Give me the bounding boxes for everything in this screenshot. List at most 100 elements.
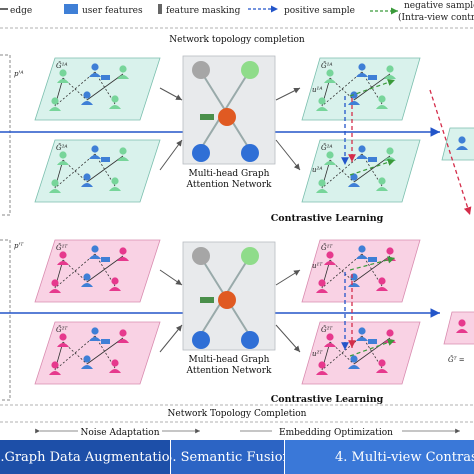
user-feature-icon [368,257,377,262]
output-graph-bottom [443,311,474,345]
left-edge-box-top [0,54,11,216]
user-icon [324,69,336,83]
user-icon [109,177,121,191]
aug-graph-1-label: Ĝ¹ᴬ [56,61,68,70]
bottom-section-title: Network Topology Completion [168,409,307,419]
user-feature-icon [368,75,377,80]
p-label-bottom: p'ᵀ [14,242,24,250]
noise-adaptation-label: Noise Adaptation [80,428,159,438]
user-icon [89,63,101,77]
attention-bottom-label-2: Attention Network [186,366,273,376]
user-icon [57,333,69,347]
user-icon [57,151,69,165]
positive-sample-legend-label: positive sample [284,6,355,16]
user-feature-icon [368,339,377,344]
left-edge-box-bottom [0,239,11,401]
aug-graph-4-label: Ĝ²ᵀ [56,325,68,334]
contrast-u4-label: u²ᵀ [312,350,323,358]
user-icon [376,277,388,291]
user-icon [81,173,93,187]
user-icon [117,147,129,161]
user-feature-icon [101,257,110,262]
user-icon [117,65,129,79]
user-icon [89,145,101,159]
stage-semantic-fusion: 3. Semantic Fusion [171,440,284,474]
attention-top-label-2: Attention Network [186,180,273,190]
attention-node-gray-top [192,61,210,79]
user-feature-icon [101,75,110,80]
stage-3-label: 4. Multi-view Contrast L [335,449,474,465]
contrast-u3-label: u¹ᵀ [312,262,323,270]
attention-top-label-1: Multi-head Graph [189,169,270,179]
intra-view-legend-label: (Intra-view contrast) [398,12,474,23]
attention-network-bottom: Multi-head Graph Attention Network [182,241,276,376]
user-icon [109,277,121,291]
user-icon [316,179,328,193]
user-icon [49,279,61,293]
user-icon [109,95,121,109]
stage-graph-data-augmentation: 2.Graph Data Augmentation [0,440,170,474]
contrastive-learning-bottom: Contrastive Learning [271,394,384,405]
contrast-graph-4-label: Ĝ²ᵀ [321,325,333,334]
user-icon [356,245,368,259]
negative-samples-legend-label: negative samples [404,1,474,11]
user-nodes [49,63,468,375]
user-icon [89,327,101,341]
stage-bar: 2.Graph Data Augmentation 3. Semantic Fu… [0,440,474,474]
user-icon [456,136,468,150]
contrast-graph-2-label: Ĝ²ᴬ [321,143,333,152]
user-feature-icon [101,339,110,344]
user-feature-icon [101,157,110,162]
user-icon [348,91,360,105]
user-features-legend-icon [64,4,78,14]
user-icon [117,247,129,261]
contrastive-learning-top: Contrastive Learning [271,213,384,224]
user-features-legend-label: user features [82,6,143,16]
legend: edge user features feature masking posit… [0,1,474,23]
attention-node-blue-left-top [192,144,210,162]
contrast-graph-3-label: Ĝ¹ᵀ [321,243,333,252]
feature-masking-legend-label: feature masking [166,6,241,16]
attention-node-blue-left-bottom [192,331,210,349]
user-icon [316,361,328,375]
user-icon [57,251,69,265]
attention-node-orange-top [218,108,236,126]
attention-node-green-top [241,61,259,79]
user-feature-icon [368,157,377,162]
attention-node-blue-right-bottom [241,331,259,349]
user-icon [356,327,368,341]
user-icon [384,65,396,79]
stage-multi-view-contrast: 4. Multi-view Contrast L [285,440,474,474]
user-icon [376,95,388,109]
attention-node-green-bottom [241,247,259,265]
attention-node-blue-right-top [241,144,259,162]
top-section-title: Network topology completion [169,35,305,45]
output-graph-label: Ĝᵀ = [448,355,465,364]
user-icon [376,359,388,373]
contrast-graph-1-label: Ĝ¹ᴬ [321,61,333,70]
user-icon [57,69,69,83]
user-icon [348,173,360,187]
aug-graph-2-label: Ĝ²ᴬ [56,143,68,152]
user-icon [117,329,129,343]
diagram-canvas: edge user features feature masking posit… [0,1,474,438]
user-icon [348,355,360,369]
p-label-top: p'ᴬ [14,70,24,78]
user-icon [316,279,328,293]
user-icon [81,355,93,369]
contrast-u2-label: u²ᴬ [312,166,323,174]
user-icon [324,333,336,347]
attention-node-gray-bottom [192,247,210,265]
edge-legend-label: edge [10,6,32,16]
user-icon [456,319,468,333]
user-icon [109,359,121,373]
user-icon [89,245,101,259]
user-icon [49,361,61,375]
user-icon [81,273,93,287]
aug-graph-3-label: Ĝ¹ᵀ [56,243,68,252]
user-icon [81,91,93,105]
user-icon [49,179,61,193]
user-icon [49,97,61,111]
stage-1-label: 2.Graph Data Augmentation [0,449,170,465]
